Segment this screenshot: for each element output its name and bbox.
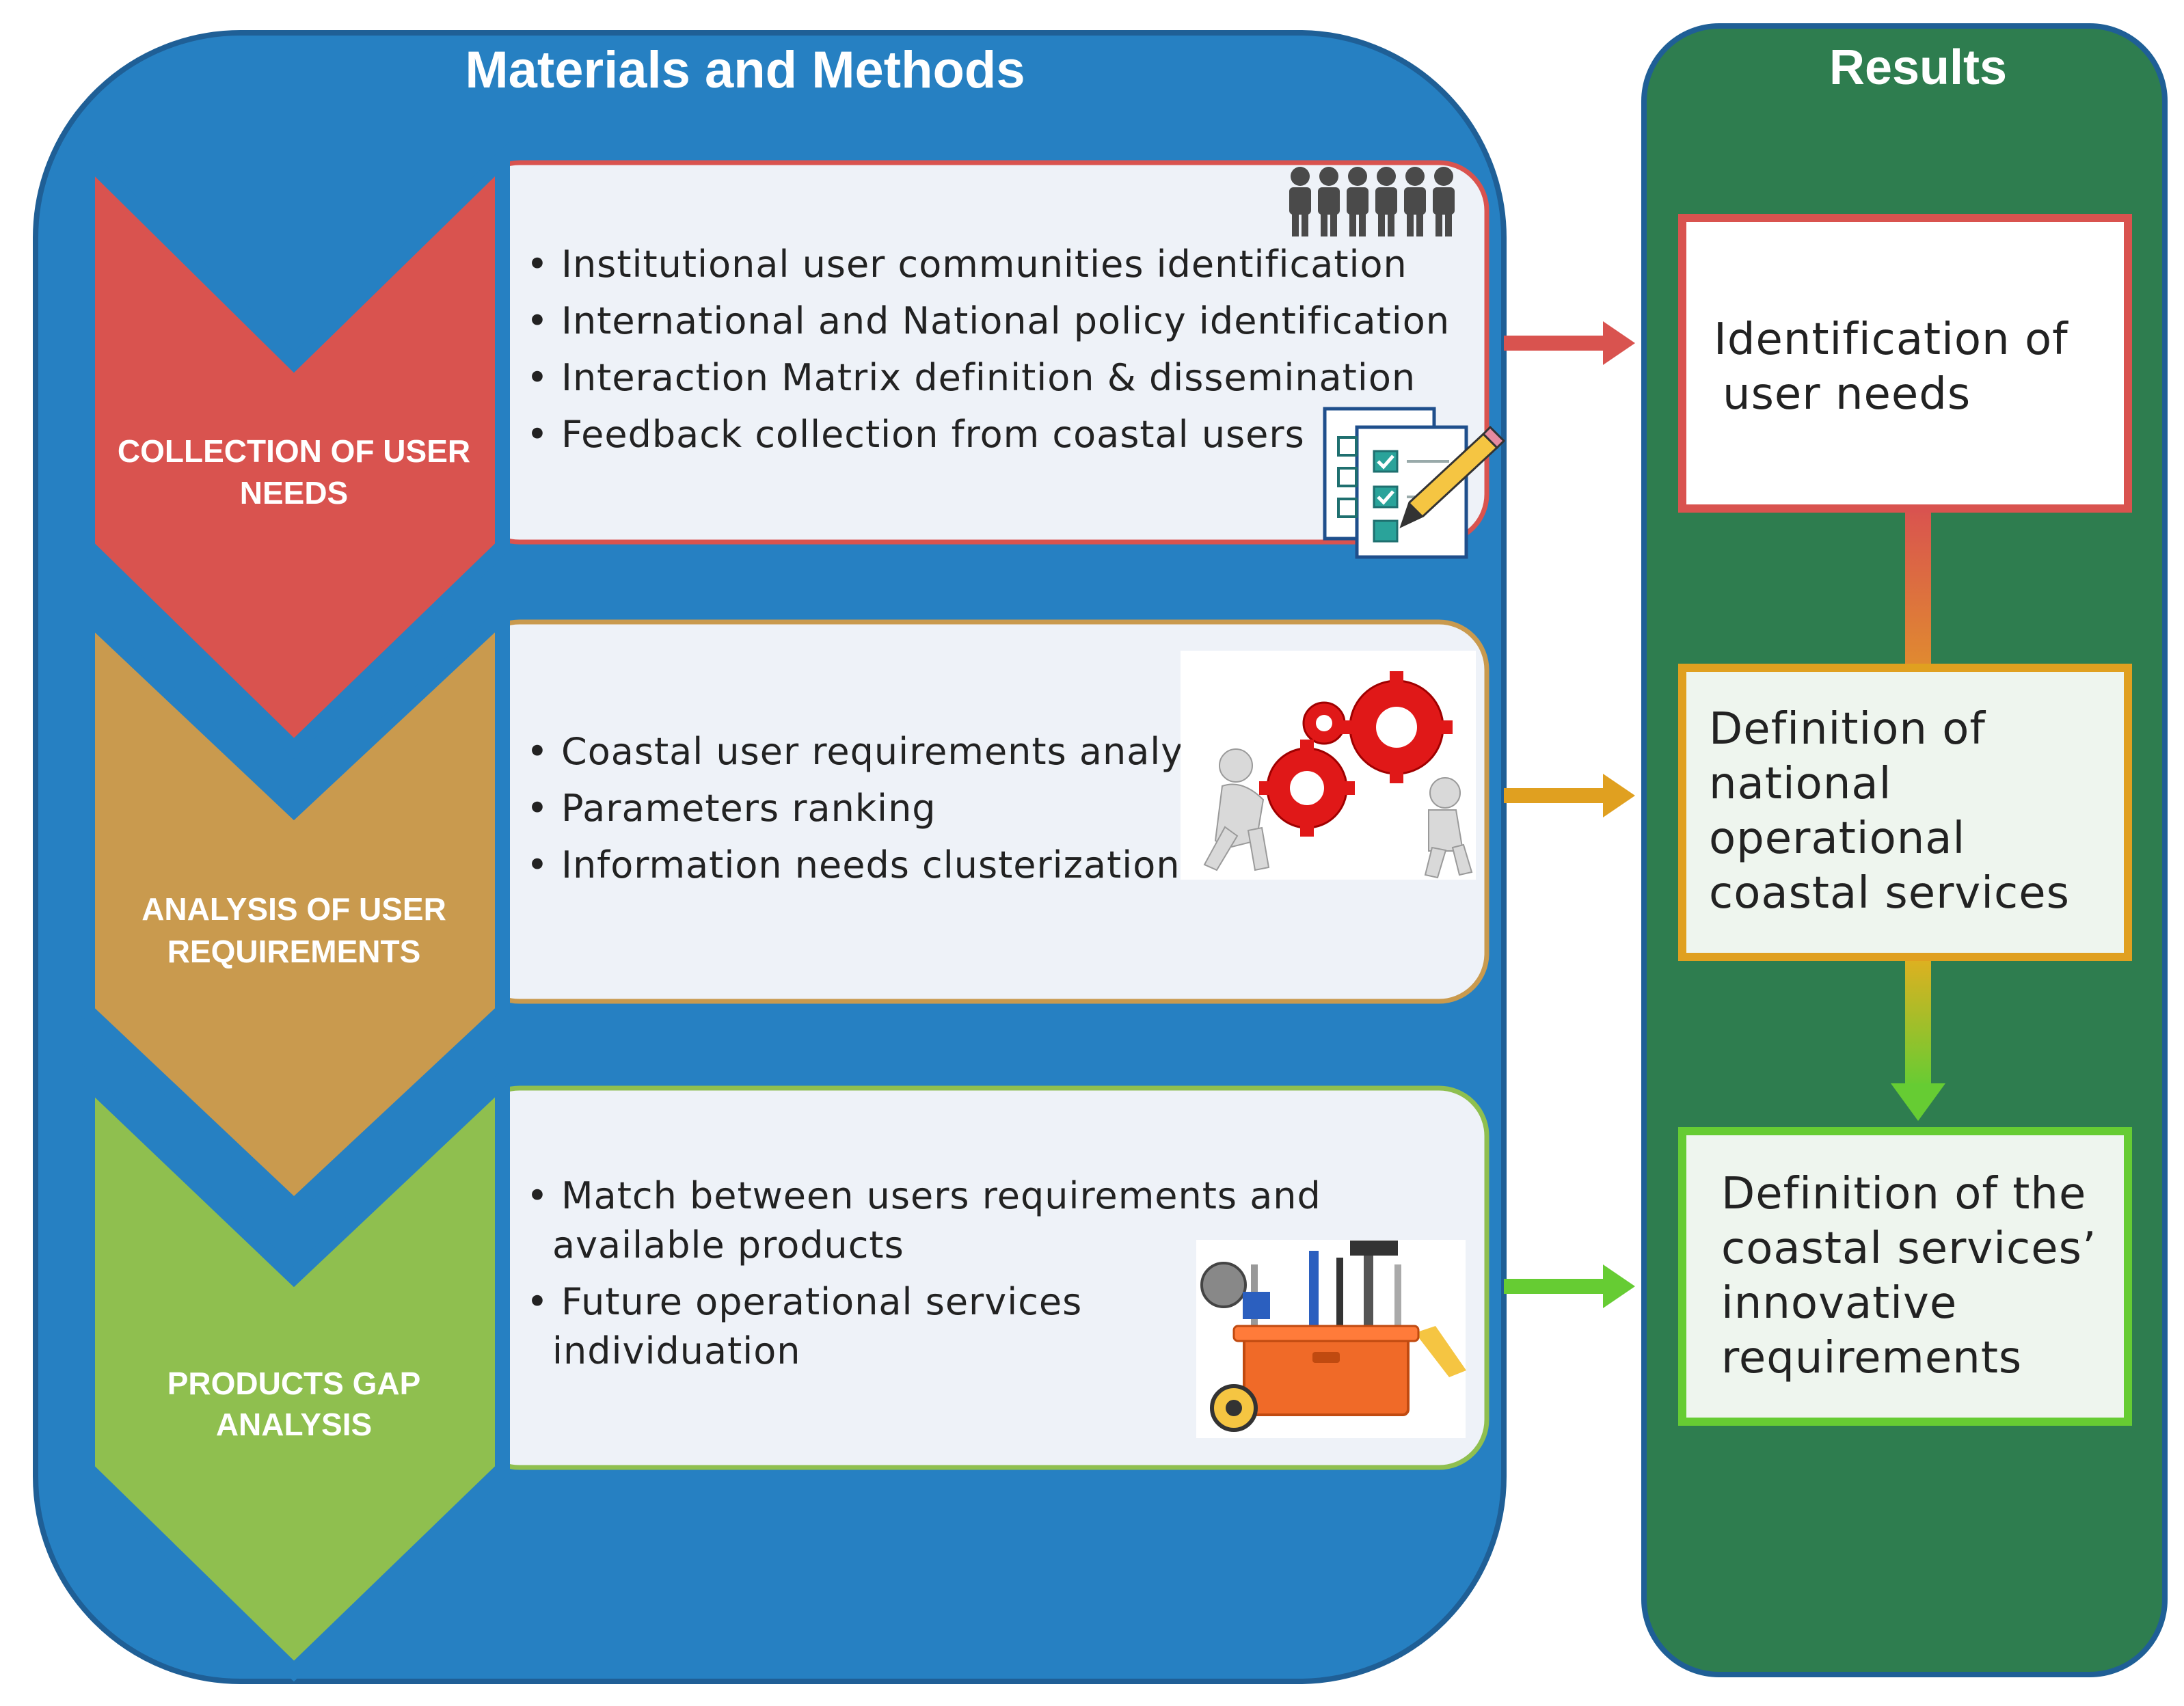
- step-1-bullet-1: • Institutional user communities identif…: [526, 243, 1407, 286]
- step-3-label-line-2: ANALYSIS: [216, 1407, 372, 1442]
- step-1-bullet-4: • Feedback collection from coastal users: [526, 413, 1305, 456]
- result-2-line-4: coastal services: [1709, 868, 2070, 919]
- result-2-line-3: operational: [1709, 813, 1965, 864]
- step-1-chevron: [80, 140, 510, 759]
- step-3-bullet-2-line-2: individuation: [552, 1329, 801, 1372]
- result-2-line-2: national: [1709, 759, 1891, 809]
- result-3-line-2: coastal services’: [1721, 1223, 2097, 1274]
- result-box-3: [1678, 1127, 2132, 1426]
- materials-methods-title: Materials and Methods: [465, 41, 1025, 99]
- step-3-bullet-1-line-1: • Match between users requirements and: [526, 1174, 1321, 1217]
- step-1-label-line-1: COLLECTION OF USER: [118, 433, 470, 469]
- result-1-line-2: user needs: [1723, 369, 1971, 420]
- toolbox-icon: [1196, 1240, 1466, 1438]
- arrow-to-result-1: [1504, 321, 1635, 365]
- step-2-bullet-3: • Information needs clusterization: [526, 843, 1181, 886]
- step-2-bullet-2: • Parameters ranking: [526, 787, 936, 830]
- step-2-label-line-2: REQUIREMENTS: [167, 934, 421, 969]
- result-2-line-1: Definition of: [1709, 704, 1986, 755]
- step-1-label-line-2: NEEDS: [240, 475, 348, 511]
- result-3-line-1: Definition of the: [1721, 1169, 2086, 1219]
- step-3-chevron: [80, 1062, 510, 1682]
- step-3-bullet-2-line-1: • Future operational services: [526, 1280, 1082, 1323]
- step-3-label-line-1: PRODUCTS GAP: [167, 1366, 421, 1401]
- result-1-line-1: Identification of: [1714, 314, 2068, 365]
- arrow-to-result-3: [1504, 1264, 1635, 1308]
- step-3-bullet-1-line-2: available products: [552, 1223, 904, 1267]
- result-3-line-3: innovative: [1721, 1278, 1957, 1329]
- result-connector-2-arrowhead: [1891, 1083, 1945, 1121]
- step-2-chevron: [80, 597, 510, 1217]
- results-title: Results: [1829, 40, 2007, 95]
- result-box-2: [1678, 664, 2132, 961]
- arrow-to-result-2: [1504, 774, 1635, 817]
- group-of-people-icon: [1289, 167, 1455, 236]
- result-connector-2: [1905, 957, 1931, 1087]
- step-1-bullet-2: • International and National policy iden…: [526, 299, 1450, 342]
- result-box-1: [1678, 214, 2132, 513]
- people-pushing-gears-icon: [1181, 651, 1476, 880]
- step-1-bullet-3: • Interaction Matrix definition & dissem…: [526, 356, 1416, 399]
- result-connector-1: [1905, 509, 1931, 666]
- step-2-bullet-1: • Coastal user requirements analysis: [526, 730, 1235, 773]
- result-3-line-4: requirements: [1721, 1333, 2022, 1383]
- step-2-label-line-1: ANALYSIS OF USER: [141, 891, 446, 927]
- checklist-pencil-icon: [1323, 407, 1506, 559]
